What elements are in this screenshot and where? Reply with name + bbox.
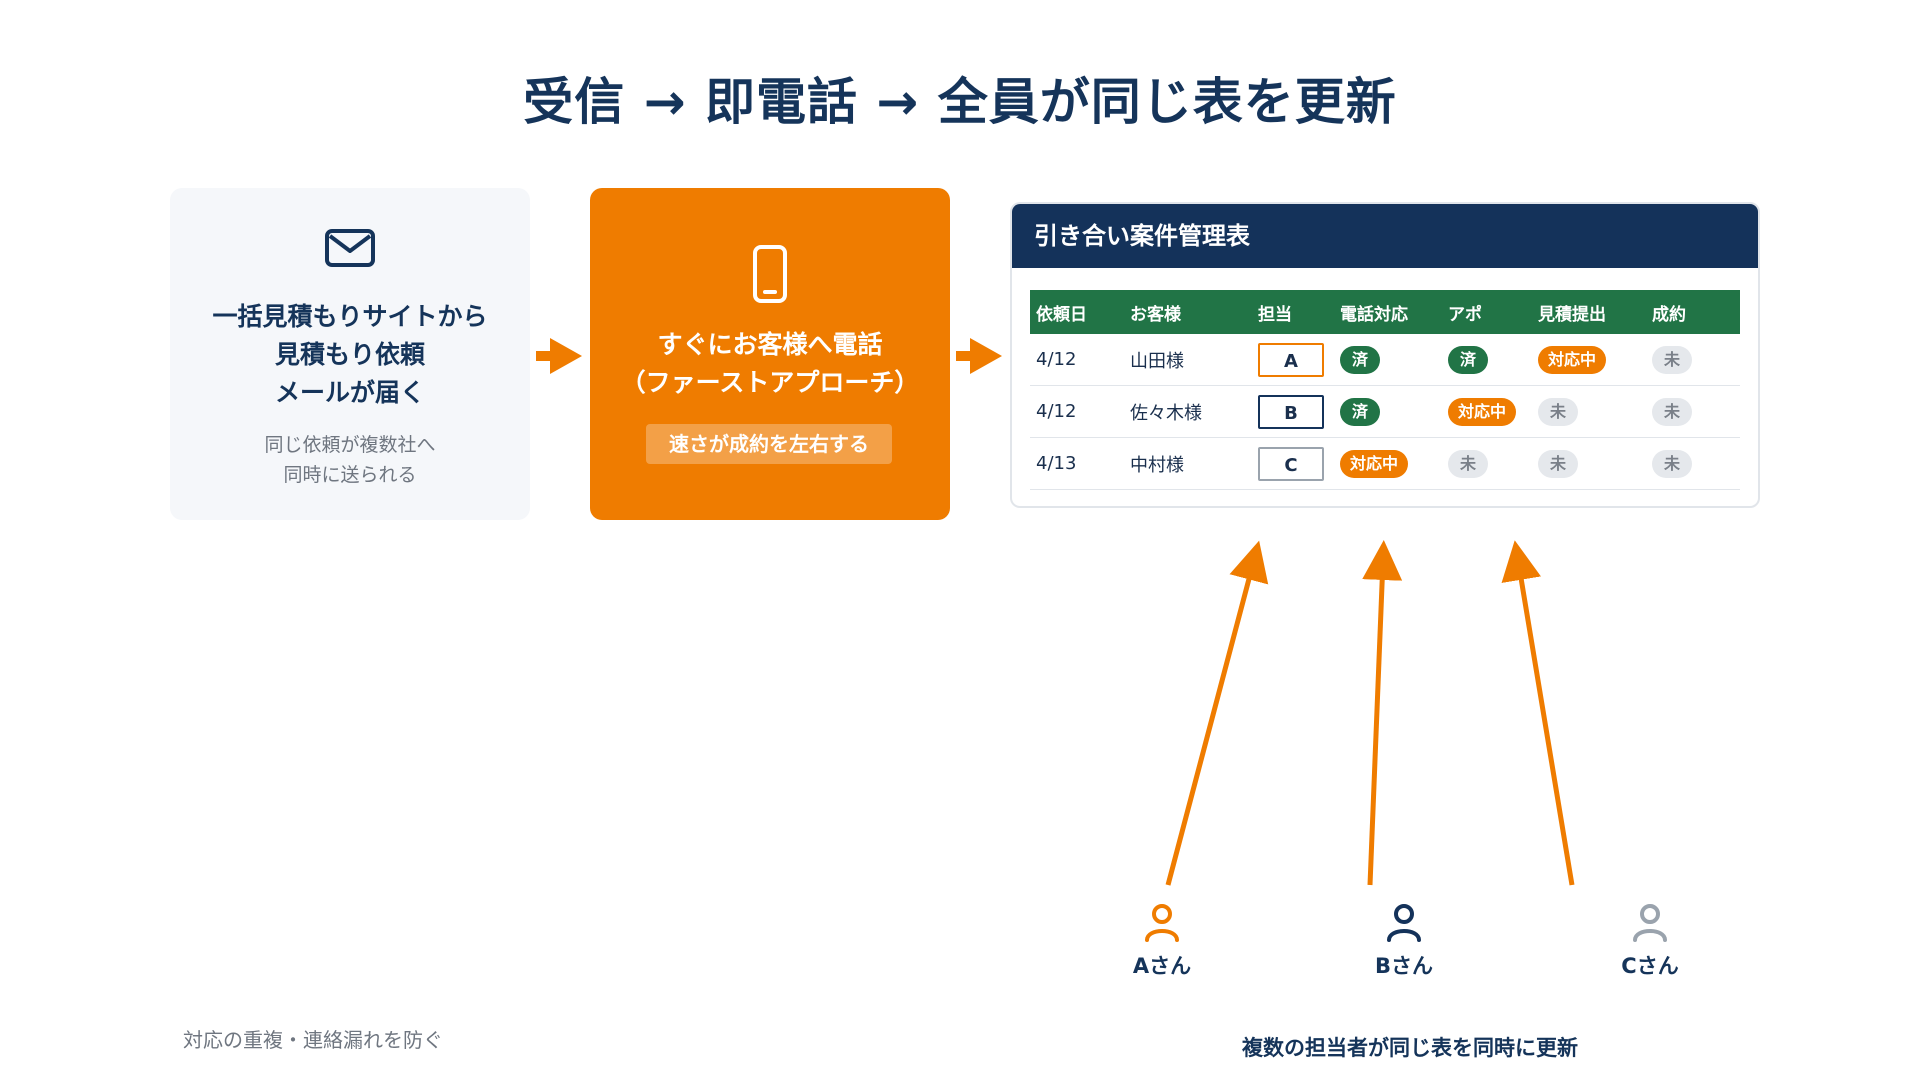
step-mail-line: 一括見積もりサイトから — [212, 302, 488, 331]
table-row[interactable]: 4/12 山田様 A 済 済 対応中 未 — [1030, 334, 1740, 386]
update-arrow-a — [1165, 540, 1269, 886]
cell-customer: 佐々木様 — [1124, 385, 1252, 438]
page-title: 受信 → 即電話 → 全員が同じ表を更新 — [523, 73, 1397, 131]
status-badge: 未 — [1538, 449, 1578, 478]
status-badge: 未 — [1652, 345, 1692, 374]
col-header: お客様 — [1124, 290, 1252, 334]
person-name: Bさん — [1374, 954, 1433, 978]
update-arrow-c — [1501, 540, 1575, 886]
inquiry-table: 依頼日 お客様 担当 電話対応 アポ 見積提出 成約 4/12 山田様 A 済 … — [1030, 290, 1740, 490]
cell-date: 4/13 — [1030, 437, 1124, 490]
status-badge: 未 — [1448, 449, 1488, 478]
speed-badge: 速さが成約を左右する — [646, 424, 892, 464]
col-header: 成約 — [1646, 290, 1740, 334]
smartphone-icon — [590, 244, 950, 308]
step-phone-line: （ファーストアプローチ） — [620, 368, 920, 397]
status-badge: 未 — [1652, 397, 1692, 426]
status-badge: 対応中 — [1340, 449, 1409, 478]
step-phone-text: すぐにお客様へ電話 （ファーストアプローチ） — [590, 326, 950, 402]
footer-note-right: 複数の担当者が同じ表を同時に更新 — [1242, 1036, 1578, 1060]
status-badge: 済 — [1340, 397, 1380, 426]
cell-date: 4/12 — [1030, 385, 1124, 438]
col-header: アポ — [1442, 290, 1532, 334]
step-mail-note-line: 同じ依頼が複数社へ — [264, 434, 436, 456]
step-mail-line: 見積もり依頼 — [274, 340, 425, 369]
status-badge: 未 — [1652, 449, 1692, 478]
person-name: Aさん — [1132, 954, 1192, 978]
table-row[interactable]: 4/12 佐々木様 B 済 対応中 未 未 — [1030, 385, 1740, 438]
step-phone-card: すぐにお客様へ電話 （ファーストアプローチ） 速さが成約を左右する — [590, 188, 950, 520]
user-icon — [1145, 904, 1179, 942]
person-name: Cさん — [1621, 954, 1679, 978]
flow-arrow-icon — [536, 338, 582, 374]
cell-customer: 中村様 — [1124, 437, 1252, 490]
step-mail-note: 同じ依頼が複数社へ 同時に送られる — [170, 430, 530, 490]
status-badge: 対応中 — [1538, 345, 1607, 374]
step-mail-note-line: 同時に送られる — [283, 464, 417, 486]
col-header: 依頼日 — [1030, 290, 1124, 334]
inquiry-table-card: 引き合い案件管理表 依頼日 お客様 担当 電話対応 アポ 見積提出 成約 4/1… — [1010, 202, 1760, 508]
flow-arrow-icon — [956, 338, 1002, 374]
status-badge: 済 — [1448, 345, 1488, 374]
user-icon — [1387, 904, 1421, 942]
assignee-cell[interactable]: B — [1258, 394, 1324, 429]
status-badge: 済 — [1340, 345, 1380, 374]
table-header-row: 依頼日 お客様 担当 電話対応 アポ 見積提出 成約 — [1030, 290, 1740, 334]
step-mail-card: 一括見積もりサイトから 見積もり依頼 メールが届く 同じ依頼が複数社へ 同時に送… — [170, 188, 530, 520]
assignee-cell[interactable]: C — [1258, 446, 1324, 481]
col-header: 電話対応 — [1334, 290, 1442, 334]
status-badge: 未 — [1538, 397, 1578, 426]
step-mail-text: 一括見積もりサイトから 見積もり依頼 メールが届く — [170, 298, 530, 412]
cell-customer: 山田様 — [1124, 334, 1252, 386]
cell-date: 4/12 — [1030, 334, 1124, 386]
table-row[interactable]: 4/13 中村様 C 対応中 未 未 未 — [1030, 437, 1740, 490]
col-header: 見積提出 — [1532, 290, 1646, 334]
footer-note-left: 対応の重複・連絡漏れを防ぐ — [183, 1028, 443, 1052]
person-c: Cさん — [1590, 902, 1710, 980]
table-title: 引き合い案件管理表 — [1012, 204, 1758, 268]
step-mail-line: メールが届く — [274, 378, 425, 407]
mail-icon — [170, 228, 530, 272]
user-icon — [1633, 904, 1667, 942]
person-b: Bさん — [1344, 902, 1464, 980]
update-arrow-b — [1362, 540, 1403, 886]
col-header: 担当 — [1252, 290, 1334, 334]
person-a: Aさん — [1102, 902, 1222, 980]
status-badge: 対応中 — [1448, 397, 1517, 426]
step-phone-line: すぐにお客様へ電話 — [657, 330, 883, 359]
assignee-cell[interactable]: A — [1258, 342, 1324, 377]
